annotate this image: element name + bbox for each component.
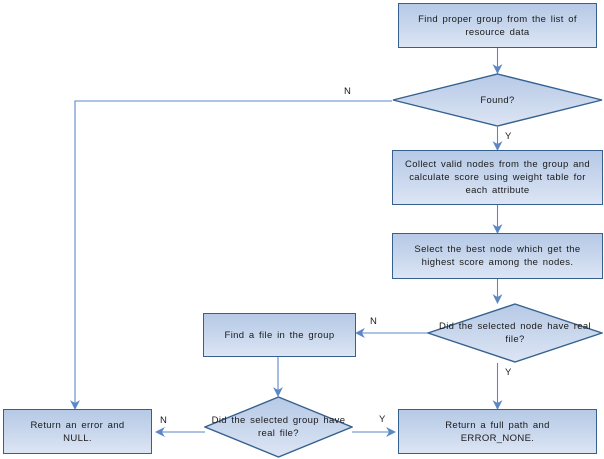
decision-diamond-shape (392, 73, 603, 127)
node-return-full-path[interactable]: Return a full path and ERROR_NONE. (398, 409, 597, 454)
node-return-error-null-label: Return an error and NULL. (30, 419, 125, 444)
node-collect-valid-nodes[interactable]: Collect valid nodes from the group and c… (392, 150, 603, 205)
node-find-file-in-group-label: Find a file in the group (224, 329, 335, 341)
node-selected-node-real-file-label: Did the selected node have real file? (439, 321, 591, 345)
node-select-best-node[interactable]: Select the best node which get the highe… (392, 233, 603, 279)
decision-diamond-shape (204, 396, 353, 458)
node-selected-group-real-file-decision[interactable]: Did the selected group have real file? (204, 396, 353, 458)
branch-label-group-real-file-no: N (160, 415, 167, 426)
connector-found-no-to-returnerror (70, 100, 392, 410)
branch-label-node-real-file-no: N (370, 316, 377, 327)
branch-label-group-real-file-yes: Y (379, 414, 386, 425)
node-find-proper-group-label: Find proper group from the list of resou… (418, 13, 577, 38)
branch-label-node-real-file-yes: Y (505, 367, 512, 378)
decision-diamond-shape (427, 303, 603, 363)
node-collect-valid-nodes-label: Collect valid nodes from the group and c… (405, 159, 590, 196)
node-selected-group-real-file-label: Did the selected group have real file? (211, 415, 346, 439)
node-found-decision-label: Found? (480, 94, 515, 106)
node-return-error-null[interactable]: Return an error and NULL. (3, 409, 152, 454)
node-found-decision[interactable]: Found? (392, 73, 603, 127)
node-find-proper-group[interactable]: Find proper group from the list of resou… (398, 3, 597, 48)
node-return-full-path-label: Return a full path and ERROR_NONE. (445, 419, 550, 444)
node-select-best-node-label: Select the best node which get the highe… (414, 244, 581, 268)
branch-label-found-no: N (344, 86, 351, 97)
node-find-file-in-group[interactable]: Find a file in the group (203, 313, 356, 357)
branch-label-found-yes: Y (505, 131, 512, 142)
node-selected-node-real-file-decision[interactable]: Did the selected node have real file? (427, 303, 603, 363)
